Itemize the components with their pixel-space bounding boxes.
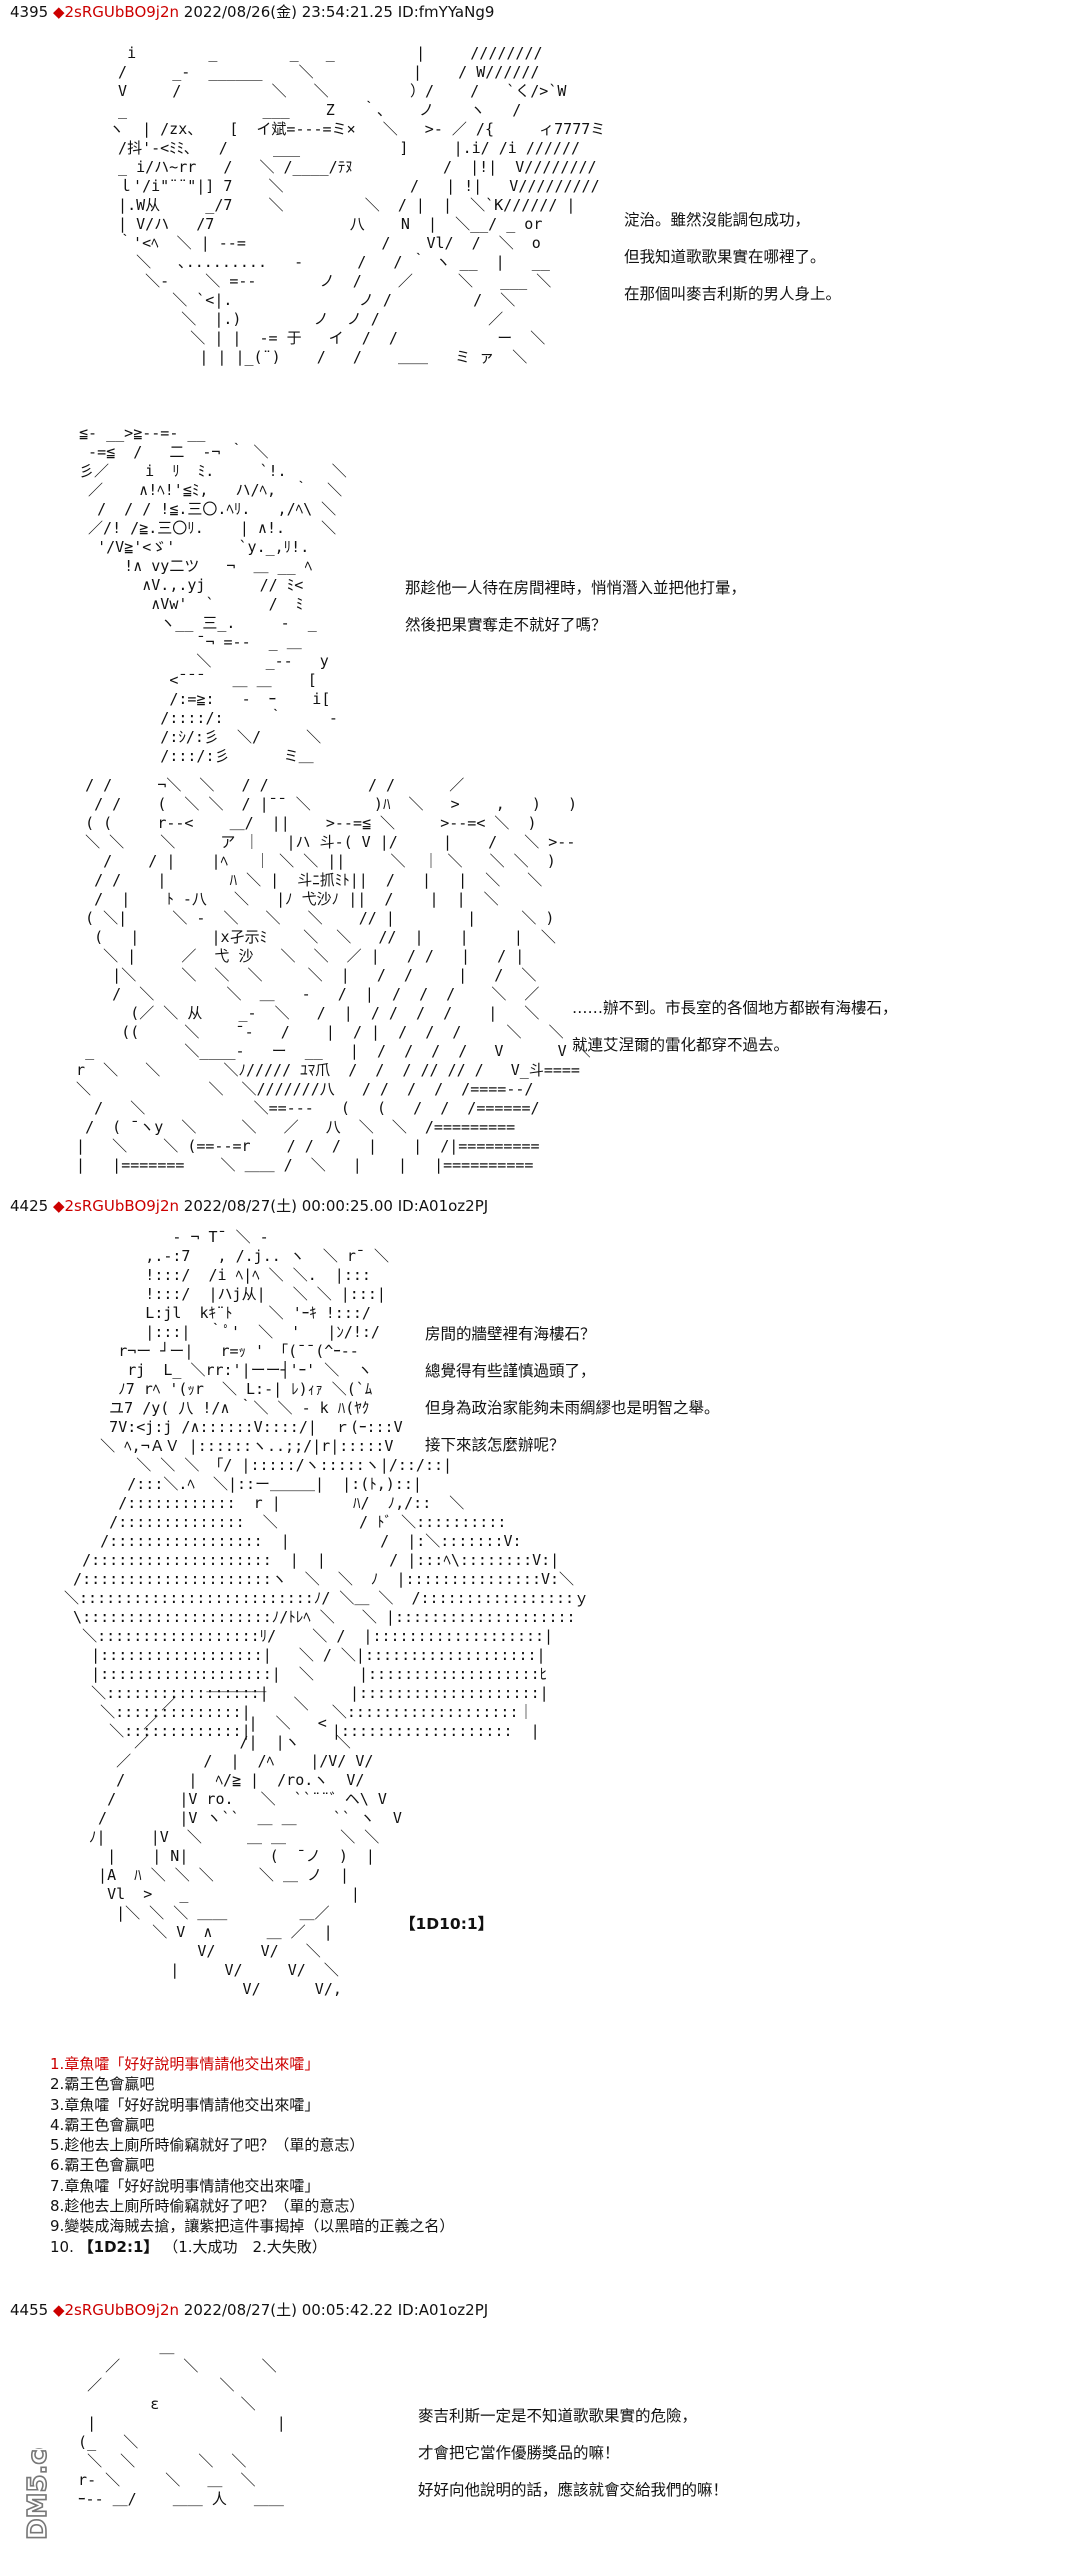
ascii-art-character-4: ‐ ¬ T¯ ＼ ‐ ,.-:7 , /.j.. ヽ ＼ r¯ ＼ !:::/ … xyxy=(64,1228,590,1740)
watermark-text: DM5.com xyxy=(23,2448,53,2540)
dialog-line: 接下來該怎麼辦呢？ xyxy=(425,1436,565,1454)
ascii-art-character-1: i _ _ _ | //////// / _- ______ ＼ | / W//… xyxy=(109,44,606,366)
dialog-line: 總覺得有些謹慎過頭了， xyxy=(425,1362,596,1380)
vote-list: 1.章魚嚯「好好說明事情請他交出來嚯」 2.霸王色會贏吧 3.章魚嚯「好好說明事… xyxy=(50,2054,454,2257)
trip-diamond: ◆ xyxy=(52,3,65,21)
post-header: 4455 ◆2sRGUbBO9j2n 2022/08/27(土) 00:05:4… xyxy=(10,2300,488,2320)
dialog-block-3: ……辦不到。市長室的各個地方都嵌有海樓石， 就連艾涅爾的雷化都穿不過去。 xyxy=(572,990,898,1064)
ascii-art-character-3: / / ¬＼ ＼ / / / / ／ / / ( ＼ ＼ / |¯¯ ＼ )ﾊ … xyxy=(76,776,591,1174)
dm5-watermark-logo: DM5.com xyxy=(22,2448,54,2541)
dialog-block-2: 那趁他一人待在房間裡時，悄悄潛入並把他打暈， 然後把果實奪走不就好了嗎？ xyxy=(405,570,746,644)
trip-code[interactable]: 2sRGUbBO9j2n xyxy=(64,3,180,21)
ascii-art-character-2: ≦‐ __>≧‐-=‐ __ -=≦ / 二 -¬ ｀ ＼ 彡／ i ﾘ ﾐ. … xyxy=(79,424,347,765)
dialog-block-1: 淀治。雖然沒能調包成功， 但我知道歌歌果實在哪裡了。 在那個叫麥吉利斯的男人身上… xyxy=(624,202,841,313)
vote-item: 2.霸王色會贏吧 xyxy=(50,2075,155,2094)
vote-item: 3.章魚嚯「好好說明事情請他交出來嚯」 xyxy=(50,2095,320,2114)
vote-item: 5.趁他去上廁所時偷竊就好了吧？（單的意志） xyxy=(50,2136,365,2155)
dialog-block-5: 麥吉利斯一定是不知道歌歌果實的危險， 才會把它當作優勝獎品的嘛！ 好好向他說明的… xyxy=(418,2398,728,2509)
vote-item: 1.章魚嚯「好好說明事情請他交出來嚯」 xyxy=(50,2055,320,2073)
post-datetime: 2022/08/26(金) 23:54:21.25 xyxy=(183,3,393,21)
vote-roll: 【1D2:1】 xyxy=(78,2237,159,2256)
post-header: 4425 ◆2sRGUbBO9j2n 2022/08/27(土) 00:00:2… xyxy=(10,1196,488,1216)
dialog-line: 但我知道歌歌果實在哪裡了。 xyxy=(624,248,826,266)
post-id: ID:A01oz2PJ xyxy=(397,2301,489,2319)
vote-item: 4.霸王色會贏吧 xyxy=(50,2115,155,2134)
dialog-line: 那趁他一人待在房間裡時，悄悄潛入並把他打暈， xyxy=(405,579,747,597)
post-number: 4455 xyxy=(10,2301,49,2319)
dialog-line: 在那個叫麥吉利斯的男人身上。 xyxy=(624,285,842,303)
dice-roll-result: 【1D10:1】 xyxy=(400,1915,494,1933)
dialog-line: 但身為政治家能夠未雨綢繆也是明智之舉。 xyxy=(425,1399,720,1417)
trip-diamond: ◆ xyxy=(52,2301,65,2319)
post-header: 4395 ◆2sRGUbBO9j2n 2022/08/26(金) 23:54:2… xyxy=(10,2,494,22)
post-id: ID:fmYYaNg9 xyxy=(397,3,495,21)
dialog-line: 麥吉利斯一定是不知道歌歌果實的危險， xyxy=(418,2407,698,2425)
vote-item: 6.霸王色會贏吧 xyxy=(50,2156,155,2175)
post-number: 4395 xyxy=(10,3,49,21)
dialog-line: 才會把它當作優勝獎品的嘛！ xyxy=(418,2444,620,2462)
vote-item-last: 10. 【1D2:1】 （1.大成功 2.大失敗） xyxy=(50,2237,327,2256)
dialog-line: 房間的牆壁裡有海樓石？ xyxy=(425,1325,596,1343)
post-number: 4425 xyxy=(10,1197,49,1215)
dialog-line: 好好向他說明的話，應該就會交給我們的嘛！ xyxy=(418,2481,729,2499)
dialog-line: 然後把果實奪走不就好了嗎？ xyxy=(405,616,607,634)
ascii-art-character-6: ＿ ／ ＼ ＼ ／ ＼ ε ＼ | | (_ ＼ ＼ ＼ ＼ ＼ r‐ ＼ ＼ … xyxy=(78,2338,286,2508)
trip-code[interactable]: 2sRGUbBO9j2n xyxy=(64,2301,180,2319)
trip-diamond: ◆ xyxy=(52,1197,65,1215)
dialog-line: 就連艾涅爾的雷化都穿不過去。 xyxy=(572,1036,790,1054)
dialog-block-4: 房間的牆壁裡有海樓石？ 總覺得有些謹慎過頭了， 但身為政治家能夠未雨綢繆也是明智… xyxy=(425,1316,720,1464)
vote-item: 9.變裝成海賊去搶，讓紫把這件事揭掉（以黑暗的正義之名） xyxy=(50,2217,455,2236)
post-datetime: 2022/08/27(土) 00:00:25.00 xyxy=(183,1197,393,1215)
dialog-line: 淀治。雖然沒能調包成功， xyxy=(624,211,811,229)
dialog-line: ……辦不到。市長室的各個地方都嵌有海樓石， xyxy=(572,999,898,1017)
trip-code[interactable]: 2sRGUbBO9j2n xyxy=(64,1197,180,1215)
post-datetime: 2022/08/27(土) 00:05:42.22 xyxy=(183,2301,393,2319)
vote-item: 7.章魚嚯「好好說明事情請他交出來嚯」 xyxy=(50,2176,320,2195)
vote-item: 8.趁他去上廁所時偷竊就好了吧？（單的意志） xyxy=(50,2197,365,2216)
post-id: ID:A01oz2PJ xyxy=(397,1197,489,1215)
vote-options: （1.大成功 2.大失敗） xyxy=(163,2237,327,2256)
ascii-art-character-5: ＿＿＿＿ ／ ＼ ／ | ＼ < ／ /| |ヽ ＼ ／ / | /ﾍ |/V/… xyxy=(89,1676,402,1998)
